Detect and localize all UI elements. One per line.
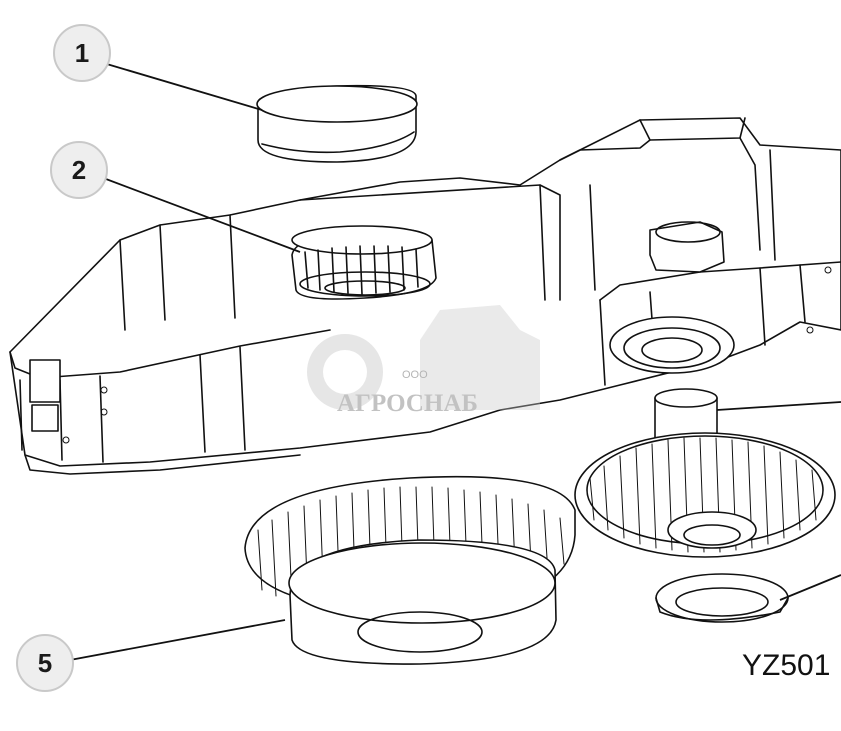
callout-number-5: 5 [38, 648, 52, 678]
leader-lines [69, 61, 841, 661]
watermark-company: АГРОСНАБ [337, 390, 478, 417]
leader-line-2 [97, 175, 301, 253]
callout-number-1: 1 [75, 38, 89, 68]
drawing-code: YZ501 [742, 649, 830, 682]
watermark-prefix: ООО [402, 369, 428, 381]
leader-line-bearing [779, 574, 841, 601]
leader-line-5 [69, 619, 286, 661]
callout-1: 1 [53, 24, 111, 82]
roller-bearing-part-2 [291, 225, 437, 300]
idler-gear [574, 432, 836, 558]
large-gear-part-5 [244, 475, 576, 665]
gear-housing [9, 117, 841, 475]
leader-line-shaft [716, 401, 841, 411]
watermark-logo: ООО АГРОСНАБ [307, 305, 540, 417]
callout-5: 5 [16, 634, 74, 692]
bearing-small [655, 573, 789, 623]
callout-2: 2 [50, 141, 108, 199]
callout-number-2: 2 [72, 155, 86, 185]
leader-line-1 [99, 61, 263, 111]
seal-cap-part-1 [256, 84, 418, 163]
